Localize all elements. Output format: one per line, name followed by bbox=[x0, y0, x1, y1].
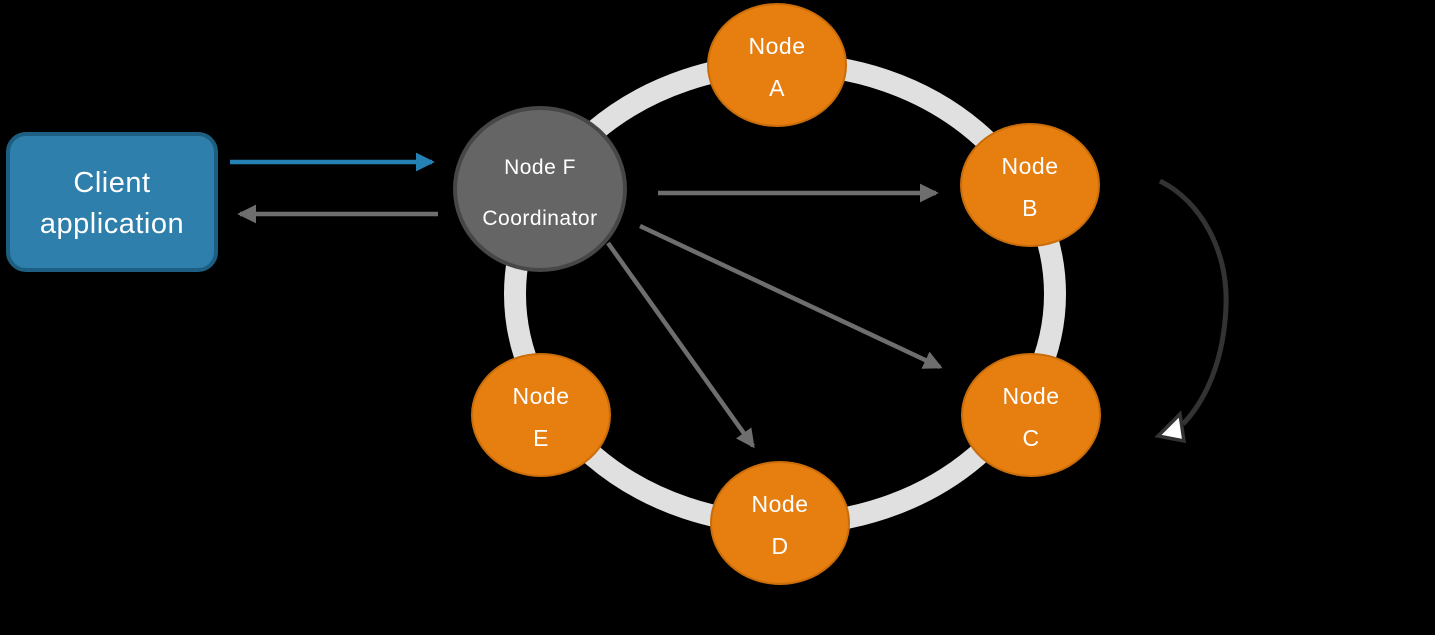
node-a-label-line1: Node bbox=[749, 33, 806, 59]
arc-arrowhead-icon bbox=[1154, 410, 1187, 444]
node-c-shape bbox=[961, 353, 1101, 477]
node-b-shape bbox=[960, 123, 1100, 247]
node-a-shape bbox=[707, 3, 847, 127]
coordinator-to-node-c-arrow bbox=[639, 223, 943, 370]
node-c-label-line2: C bbox=[1022, 425, 1039, 451]
node-b-label-line1: Node bbox=[1002, 153, 1059, 179]
node-b: Node B bbox=[960, 123, 1100, 247]
node-a-label-line2: A bbox=[769, 75, 785, 101]
coordinator-label-line1: Node F bbox=[504, 156, 576, 179]
coordinator-shape bbox=[453, 106, 627, 272]
node-c: Node C bbox=[961, 353, 1101, 477]
coordinator-to-node-d-arrow bbox=[606, 241, 755, 449]
node-b-to-node-c-arc bbox=[1158, 178, 1229, 426]
node-e-shape bbox=[471, 353, 611, 477]
node-d: Node D bbox=[710, 461, 850, 585]
coordinator-label-line2: Coordinator bbox=[482, 207, 597, 230]
node-e-label-line1: Node bbox=[513, 383, 570, 409]
node-d-label-line2: D bbox=[771, 533, 788, 559]
client-box-shape bbox=[6, 132, 218, 272]
node-b-label-line2: B bbox=[1022, 195, 1038, 221]
coordinator-node-f: Node F Coordinator bbox=[453, 106, 627, 272]
node-c-label-line1: Node bbox=[1003, 383, 1060, 409]
node-e: Node E bbox=[471, 353, 611, 477]
client-label-line2: application bbox=[40, 208, 184, 240]
node-a: Node A bbox=[707, 3, 847, 127]
node-d-label-line1: Node bbox=[752, 491, 809, 517]
client-label-line1: Client bbox=[73, 167, 150, 199]
node-e-label-line2: E bbox=[533, 425, 549, 451]
node-d-shape bbox=[710, 461, 850, 585]
client-application-box: Client application bbox=[6, 132, 218, 272]
